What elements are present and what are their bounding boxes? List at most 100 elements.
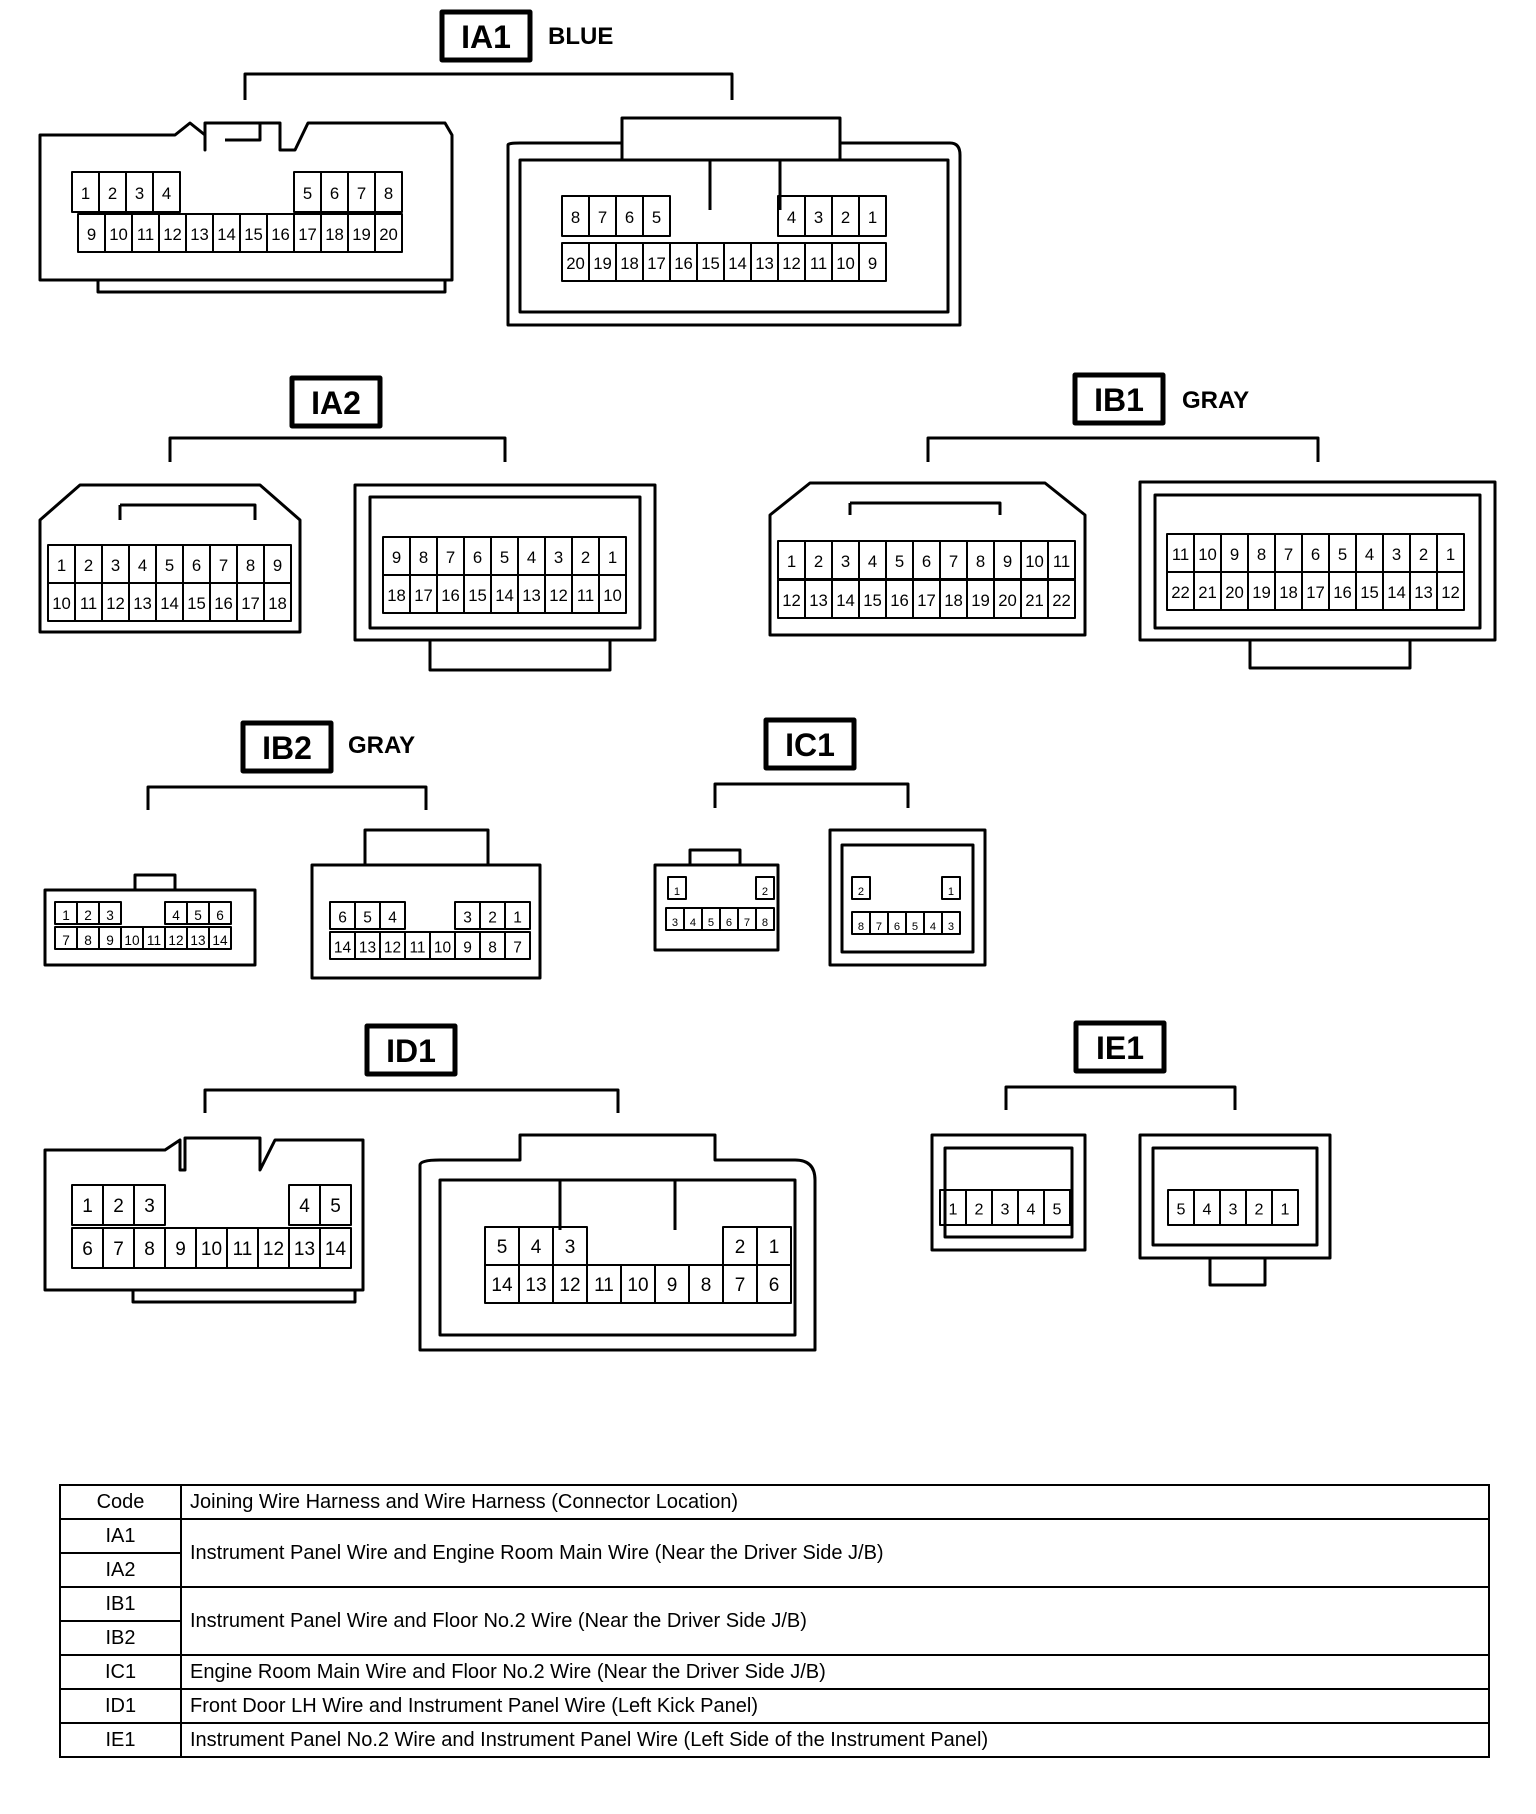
pin-cell: 2 [755, 876, 775, 900]
pin-number: 11 [577, 586, 594, 605]
pin-cell: 3 [1219, 1189, 1247, 1226]
pin-cell: 1 [1436, 533, 1465, 573]
pin-number: 12 [549, 586, 568, 605]
pin-cavity [756, 1264, 792, 1304]
pin-number: 19 [593, 254, 612, 273]
pin-cell: 7 [347, 171, 376, 213]
pin-cell: 13 [354, 931, 381, 960]
pin-number: 14 [325, 1239, 347, 1260]
pin-cavity [504, 901, 531, 930]
pin-cell: 18 [382, 574, 411, 614]
pin-number: 4 [162, 184, 171, 203]
pin-cell: 5 [155, 544, 184, 584]
pin-number: 17 [647, 254, 666, 273]
pin-number: 8 [858, 921, 864, 933]
pin-number: 7 [744, 917, 750, 929]
pin-number: 4 [299, 1196, 310, 1217]
pin-cell: 19 [966, 579, 995, 619]
row-code: IB1 [59, 1586, 182, 1622]
pin-cell: 5 [701, 907, 721, 931]
pin-number: 10 [124, 933, 140, 948]
pin-number: 22 [1171, 583, 1190, 602]
pin-cell: 12 [158, 213, 187, 253]
pin-cell: 7 [209, 544, 238, 584]
pin-number: 4 [388, 910, 397, 927]
pin-number: 5 [895, 552, 904, 571]
pin-number: 13 [294, 1239, 315, 1260]
pin-number: 2 [488, 910, 497, 927]
pin-cell: 5 [490, 536, 519, 576]
pin-number: 15 [863, 591, 882, 610]
pin-cell: 16 [209, 582, 238, 622]
pin-number: 16 [1333, 583, 1352, 602]
pin-number: 9 [392, 548, 401, 567]
pin-cell: 16 [436, 574, 465, 614]
connector-housing-female [43, 888, 257, 967]
pin-cell: 22 [1166, 571, 1195, 611]
pin-number: 16 [890, 591, 909, 610]
pin-number: 4 [1365, 545, 1374, 564]
connector-code-label: IA1 [461, 19, 511, 55]
pin-number: 1 [769, 1237, 780, 1258]
pin-cell: 12 [544, 574, 573, 614]
pin-cell: 14 [831, 579, 860, 619]
pin-cell: 3 [804, 195, 833, 237]
connector-code-label: IB2 [262, 730, 312, 766]
pin-number: 2 [735, 1237, 746, 1258]
pin-number: 5 [330, 1196, 341, 1217]
pin-cell: 13 [517, 574, 546, 614]
pin-number: 8 [84, 933, 92, 948]
pin-cell: 22 [1047, 579, 1076, 619]
pin-cell: 10 [1193, 533, 1222, 573]
pin-cell: 12 [777, 242, 806, 282]
pin-cell: 2 [479, 901, 506, 930]
pin-cell: 17 [293, 213, 322, 253]
pin-cell: 5 [319, 1184, 352, 1226]
pin-number: 18 [387, 586, 406, 605]
pin-cell: 14 [723, 242, 752, 282]
pin-cell: 17 [1301, 571, 1330, 611]
pin-number: 11 [137, 225, 154, 244]
pin-cell: 9 [263, 544, 292, 584]
pin-number: 12 [163, 225, 182, 244]
pin-number: 8 [246, 556, 255, 575]
pin-cell: 2 [102, 1184, 135, 1226]
pin-cell: 2 [831, 195, 860, 237]
pin-number: 2 [113, 1196, 124, 1217]
connector-housing-female [653, 863, 780, 952]
pin-cell: 7 [102, 1227, 135, 1269]
pin-number: 16 [271, 225, 290, 244]
pin-cell: 3 [552, 1226, 588, 1266]
pin-cavity [667, 876, 687, 900]
pin-number: 11 [233, 1239, 253, 1260]
pin-number: 6 [726, 917, 732, 929]
pin-cell: 2 [76, 901, 100, 925]
pin-number: 6 [216, 908, 224, 923]
pin-number: 7 [113, 1239, 124, 1260]
pin-number: 9 [273, 556, 282, 575]
pin-cavity [208, 926, 232, 950]
pin-cell: 3 [1382, 533, 1411, 573]
pin-cell: 2 [74, 544, 103, 584]
pin-cell: 11 [571, 574, 600, 614]
pin-number: 17 [1306, 583, 1325, 602]
pin-number: 1 [82, 1196, 93, 1217]
pin-number: 17 [298, 225, 317, 244]
pin-cell: 11 [1166, 533, 1195, 573]
pin-cell: 9 [654, 1264, 690, 1304]
pin-number: 21 [1198, 583, 1217, 602]
pin-cell: 8 [688, 1264, 724, 1304]
pin-cell: 5 [354, 901, 381, 930]
pin-number: 2 [108, 184, 117, 203]
pin-number: 12 [782, 591, 801, 610]
pin-cell: 3 [454, 901, 481, 930]
pin-number: 7 [513, 940, 522, 957]
table-row: IA2 [59, 1552, 1489, 1588]
pin-cell: 13 [186, 926, 210, 950]
